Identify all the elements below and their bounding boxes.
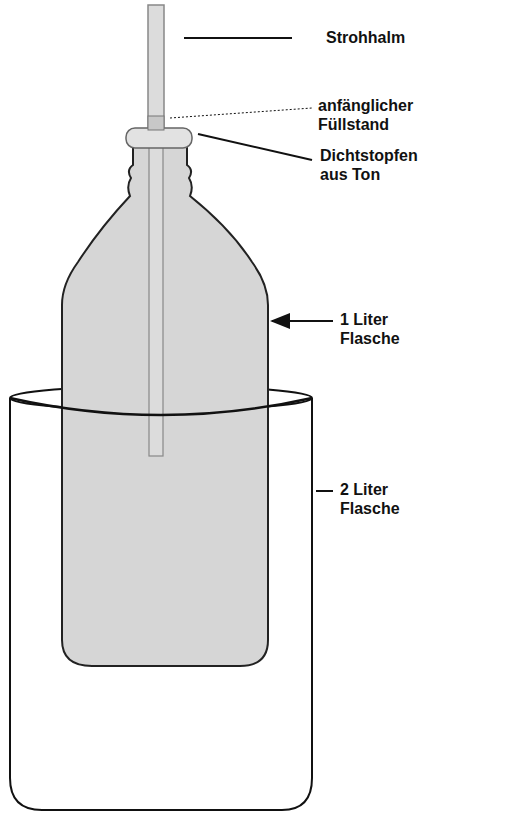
callout-label: Dichtstopfen aus Ton (320, 146, 438, 184)
leader-line (170, 108, 312, 118)
clay-stopper (126, 128, 192, 148)
callout-label: Strohhalm (326, 28, 486, 47)
leader-line (184, 37, 292, 39)
small-bottle (62, 146, 268, 666)
callout-label: 2 Liter Flasche (340, 480, 420, 518)
callout-label: anfänglicher Füllstand (318, 96, 436, 134)
straw (148, 5, 164, 130)
leader-line (316, 490, 333, 492)
callout-label: 1 Liter Flasche (340, 310, 420, 348)
large-bottle-rim-front (10, 398, 312, 415)
leader-line (198, 134, 312, 160)
straw-submerged (149, 140, 163, 456)
initial-level (148, 116, 164, 130)
leader-arrow (272, 320, 333, 322)
